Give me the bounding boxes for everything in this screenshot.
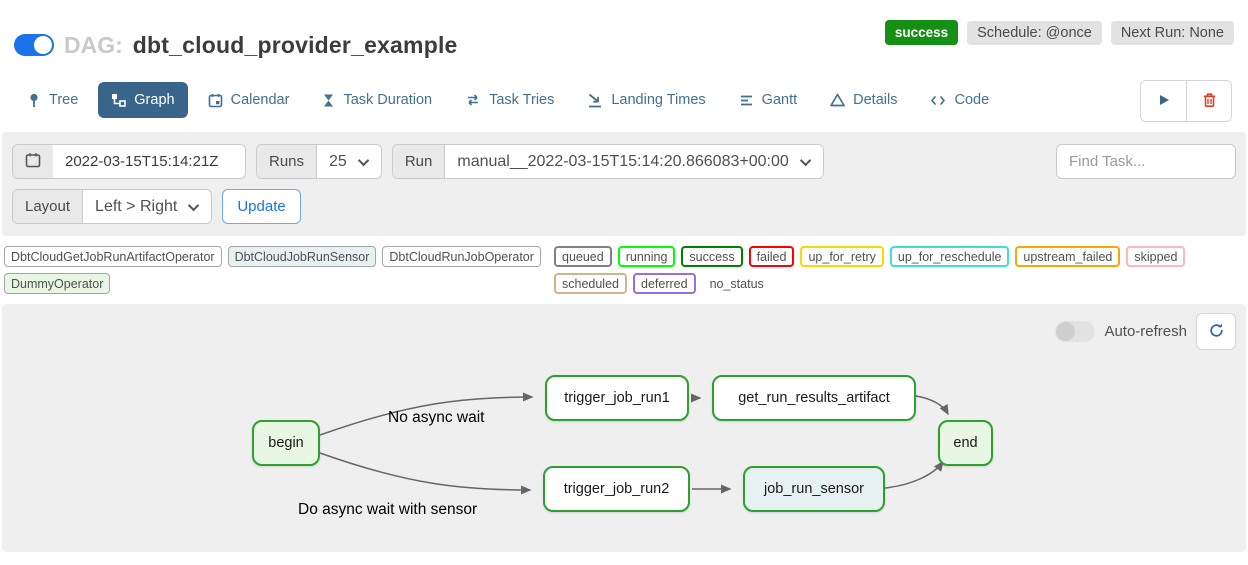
status-upstream-failed[interactable]: upstream_failed bbox=[1015, 246, 1121, 267]
view-tabbar: Tree Graph Calendar Task Duration Task T… bbox=[0, 70, 1248, 130]
refresh-icon bbox=[1208, 322, 1225, 342]
gantt-icon bbox=[739, 94, 754, 107]
tab-calendar[interactable]: Calendar bbox=[195, 82, 303, 118]
edge-label: No async wait bbox=[388, 409, 485, 426]
trigger-dag-button[interactable] bbox=[1141, 81, 1186, 121]
operator-legend: DbtCloudGetJobRunArtifactOperator DbtClo… bbox=[4, 246, 544, 294]
date-picker-button[interactable] bbox=[13, 145, 53, 178]
run-label: Run bbox=[392, 145, 446, 178]
dag-header: DAG: dbt_cloud_provider_example success … bbox=[0, 0, 1248, 70]
chevron-down-icon bbox=[188, 199, 200, 211]
toggle-knob bbox=[1056, 322, 1076, 341]
layout-select[interactable]: Left > Right bbox=[83, 190, 212, 223]
tab-task-duration[interactable]: Task Duration bbox=[309, 82, 445, 118]
code-icon bbox=[930, 94, 946, 107]
next-run-badge: Next Run: None bbox=[1110, 20, 1234, 45]
autorefresh-controls: Auto-refresh bbox=[1055, 313, 1236, 350]
run-select[interactable]: manual__2022-03-15T15:14:20.866083+00:00 bbox=[445, 145, 823, 178]
layout-label: Layout bbox=[13, 190, 84, 223]
status-up-for-reschedule[interactable]: up_for_reschedule bbox=[889, 246, 1010, 267]
operator-badge: DbtCloudRunJobOperator bbox=[382, 246, 541, 267]
task-node-job-run-sensor[interactable]: job_run_sensor bbox=[743, 466, 885, 512]
edge-label: Do async wait with sensor bbox=[298, 501, 478, 518]
hourglass-icon bbox=[322, 93, 335, 108]
autorefresh-toggle[interactable] bbox=[1055, 321, 1096, 342]
status-skipped[interactable]: skipped bbox=[1126, 246, 1186, 267]
task-node-begin[interactable]: begin bbox=[252, 420, 320, 466]
tab-gantt[interactable]: Gantt bbox=[726, 82, 810, 118]
calendar-icon bbox=[25, 152, 41, 172]
status-failed[interactable]: failed bbox=[748, 246, 795, 267]
operator-badge: DbtCloudJobRunSensor bbox=[227, 246, 377, 267]
delete-dag-button[interactable] bbox=[1186, 81, 1231, 121]
chevron-down-icon bbox=[799, 154, 811, 166]
runs-count-select[interactable]: 25 bbox=[317, 145, 381, 178]
tab-landing-times[interactable]: Landing Times bbox=[574, 82, 718, 118]
dag-pause-toggle[interactable] bbox=[14, 34, 54, 56]
task-node-trigger-job-run1[interactable]: trigger_job_run1 bbox=[545, 375, 689, 421]
graph-icon bbox=[111, 93, 127, 108]
status-no-status[interactable]: no_status bbox=[709, 276, 764, 291]
base-date-input[interactable] bbox=[53, 145, 245, 178]
schedule-badge: Schedule: @once bbox=[967, 20, 1102, 45]
refresh-button[interactable] bbox=[1196, 313, 1236, 350]
autorefresh-label: Auto-refresh bbox=[1104, 323, 1187, 340]
runs-label: Runs bbox=[257, 145, 318, 178]
operator-badge: DbtCloudGetJobRunArtifactOperator bbox=[4, 246, 222, 267]
find-task-input[interactable] bbox=[1056, 144, 1236, 179]
status-up-for-retry[interactable]: up_for_retry bbox=[800, 246, 884, 267]
task-node-trigger-job-run2[interactable]: trigger_job_run2 bbox=[543, 466, 690, 512]
graph-legend: DbtCloudGetJobRunArtifactOperator DbtClo… bbox=[0, 236, 1248, 302]
tab-graph[interactable]: Graph bbox=[98, 82, 188, 118]
dag-action-buttons bbox=[1140, 80, 1232, 122]
details-triangle-icon bbox=[830, 93, 845, 107]
play-icon bbox=[1157, 93, 1171, 110]
operator-badge: DummyOperator bbox=[4, 273, 111, 294]
status-deferred[interactable]: deferred bbox=[633, 273, 696, 294]
tab-code[interactable]: Code bbox=[917, 82, 1002, 118]
status-queued[interactable]: queued bbox=[554, 246, 612, 267]
tab-tree[interactable]: Tree bbox=[14, 82, 91, 118]
chevron-down-icon bbox=[357, 154, 370, 166]
graph-toolbar: Runs 25 Run manual__2022-03-15T15:14:20.… bbox=[2, 132, 1246, 236]
trash-icon bbox=[1202, 92, 1217, 111]
status-badge[interactable]: success bbox=[884, 20, 959, 45]
repeat-icon bbox=[465, 93, 481, 107]
dag-label: DAG: bbox=[64, 31, 123, 58]
status-running[interactable]: running bbox=[617, 246, 676, 267]
calendar-icon bbox=[208, 93, 223, 108]
tab-task-tries[interactable]: Task Tries bbox=[452, 82, 567, 118]
page-title: dbt_cloud_provider_example bbox=[132, 31, 458, 58]
toggle-knob bbox=[34, 36, 52, 54]
dag-graph-panel: No async wait Do async wait with sensor … bbox=[2, 304, 1246, 552]
update-button[interactable]: Update bbox=[222, 189, 301, 224]
status-success[interactable]: success bbox=[681, 246, 743, 267]
task-node-end[interactable]: end bbox=[938, 420, 993, 466]
status-scheduled[interactable]: scheduled bbox=[554, 273, 627, 294]
tree-pin-icon bbox=[27, 93, 41, 108]
status-legend: queued running success failed up_for_ret… bbox=[554, 246, 1240, 294]
task-node-get-run-results-artifact[interactable]: get_run_results_artifact bbox=[712, 375, 916, 421]
tab-details[interactable]: Details bbox=[817, 82, 910, 118]
landing-plane-icon bbox=[587, 93, 603, 108]
